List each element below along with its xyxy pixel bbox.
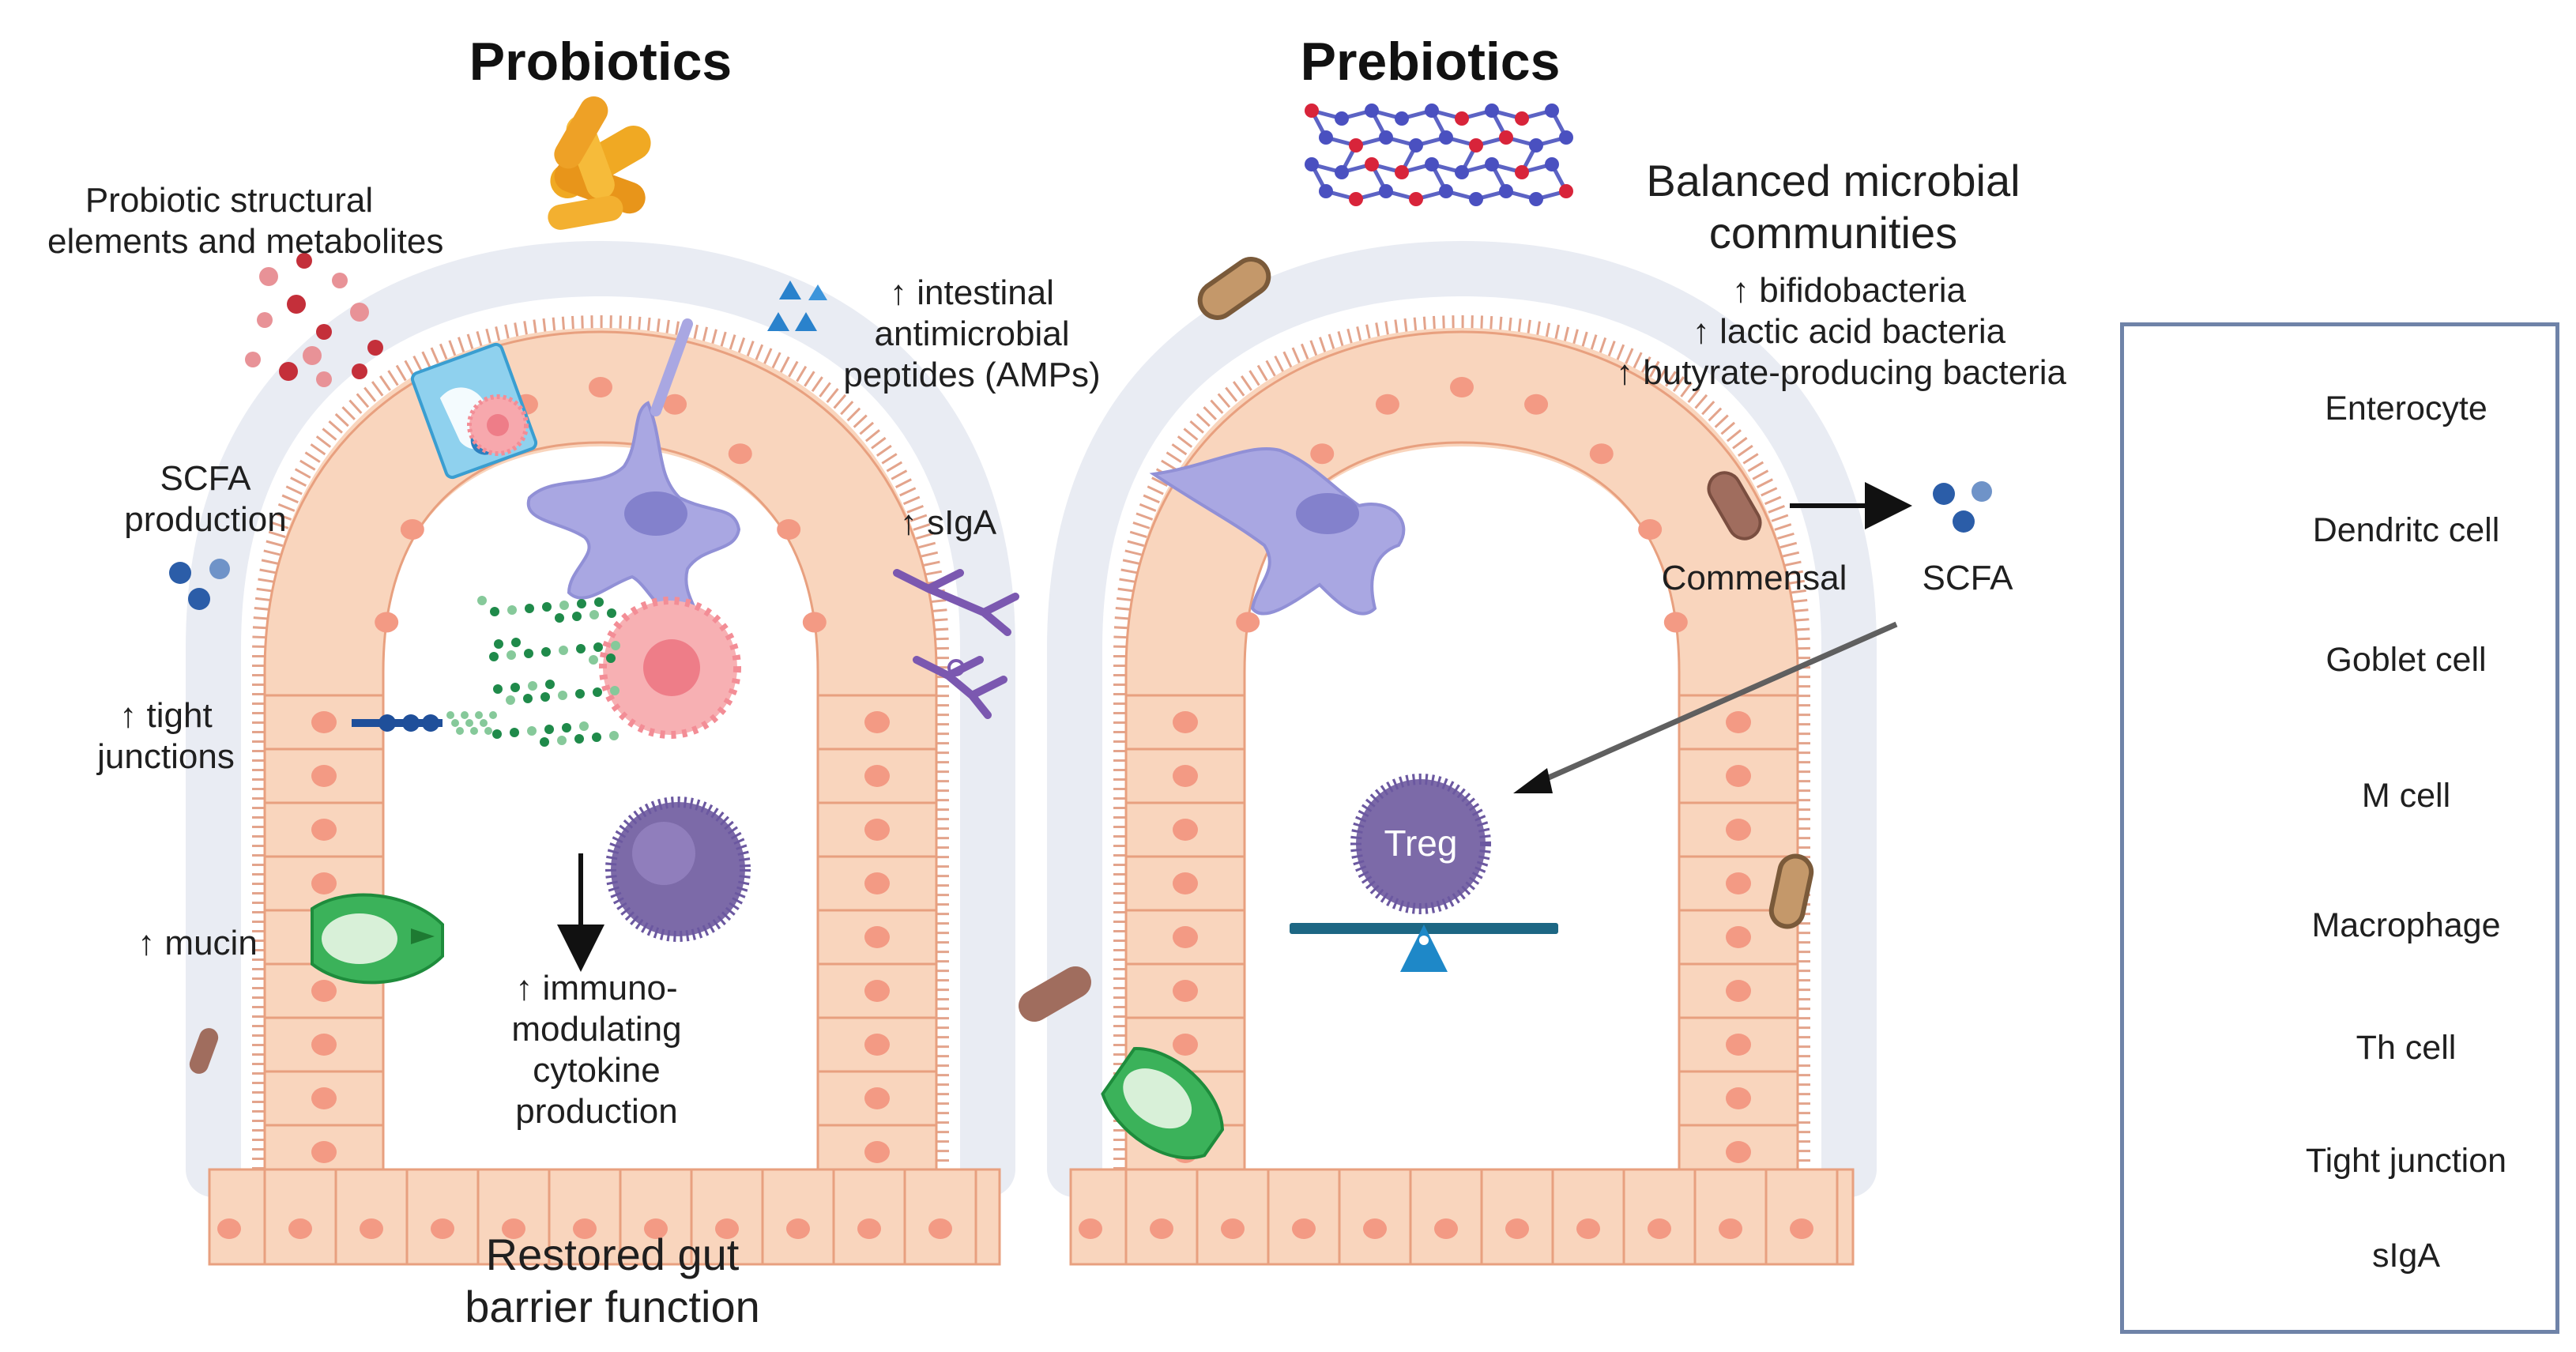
structural-elements-line1: Probiotic structural (85, 181, 374, 220)
cytokine-label: ↑ immuno- modulating cytokine production (474, 968, 719, 1132)
legend-label-siga: sIgA (2371, 1237, 2441, 1275)
bacteria-lower-middle (1019, 966, 1091, 1022)
left-brush-border (252, 314, 949, 1169)
mucin-label: ↑ mucin (137, 924, 258, 962)
metabolite-dots (245, 253, 383, 387)
bacteria-right-lower (1768, 853, 1814, 929)
macrophage-center (599, 597, 741, 739)
right-brush-border (1113, 314, 1810, 1169)
amp-line2: antimicrobial (874, 314, 1070, 353)
balanced-communities-label: Balanced microbial communities (1612, 155, 2054, 259)
balance-seesaw (1290, 923, 1558, 972)
cytokine-dots (446, 596, 620, 747)
scfa-molecules-left (169, 559, 230, 610)
commensal-bacteria (1707, 471, 1762, 540)
scfa-right-label: SCFA (1922, 559, 2013, 597)
legend (2120, 322, 2559, 1334)
scfa-production-label: SCFA production (119, 458, 292, 540)
right-villus (1047, 240, 1877, 1197)
tight-junctions-line2: junctions (97, 736, 235, 776)
lactic-acid-label: ↑ lactic acid bacteria (1692, 312, 2006, 351)
m-cell-macrophage (467, 394, 529, 456)
scfa-to-treg-arrowhead (1513, 768, 1553, 793)
goblet-cell-left (311, 893, 444, 985)
structural-elements-line2: elements and metabolites (47, 221, 444, 261)
right-mucus-layer (1047, 240, 1877, 1197)
restored-line1: Restored gut (485, 1230, 740, 1279)
restored-barrier-label: Restored gut barrier function (443, 1229, 782, 1333)
base-epithelium (208, 1168, 1855, 1266)
legend-label-dendritic-cell: Dendritc cell (2312, 511, 2500, 549)
scfa-molecules-right (1933, 481, 1992, 533)
prebiotics-title: Prebiotics (1300, 32, 1561, 92)
cytokine-line4: production (515, 1091, 678, 1131)
bacteria-left-bottom (189, 1028, 219, 1074)
goblet-cell-right (1101, 1047, 1225, 1160)
balanced-line2: communities (1708, 208, 1958, 258)
amp-line1: ↑ intestinal (890, 273, 1054, 312)
scfa-to-treg-arrow (1527, 621, 1898, 789)
butyrate-label: ↑ butyrate-producing bacteria (1616, 353, 2066, 392)
dendritic-cell-right (1149, 446, 1406, 616)
legend-label-th-cell: Th cell (2356, 1029, 2457, 1067)
tight-junctions-line1: ↑ tight (119, 696, 213, 735)
structural-elements-label: Probiotic structural elements and metabo… (47, 180, 444, 262)
legend-label-tight-junction: Tight junction (2305, 1142, 2507, 1180)
legend-label-m-cell: M cell (2361, 777, 2451, 815)
bifidobacteria-label: ↑ bifidobacteria (1732, 271, 1966, 310)
bacteria-right-top (1197, 257, 1271, 320)
amp-label: ↑ intestinal antimicrobial peptides (AMP… (822, 273, 1122, 396)
left-mucus-layer (186, 240, 1015, 1197)
left-villus (186, 240, 1015, 1197)
legend-label-goblet-cell: Goblet cell (2326, 641, 2487, 679)
cytokine-line3: cytokine (533, 1050, 661, 1090)
tight-junctions-label: ↑ tight junctions (79, 695, 253, 778)
commensal-label: Commensal (1661, 559, 1847, 597)
treg-cell (1350, 774, 1491, 914)
legend-label-macrophage: Macrophage (2311, 906, 2501, 944)
balanced-line1: Balanced microbial (1646, 156, 2021, 205)
dendritic-cell-left (526, 318, 741, 627)
cytokine-line2: modulating (511, 1009, 682, 1049)
th-cell-left (605, 797, 751, 942)
scfa-production-line1: SCFA (160, 459, 251, 498)
probiotics-title: Probiotics (469, 32, 733, 92)
siga-left (893, 569, 1019, 719)
amp-triangles (767, 281, 827, 331)
treg-label: Treg (1384, 823, 1458, 864)
tight-junction-left (352, 714, 443, 732)
probiotic-bacteria-icon (548, 96, 651, 230)
amp-line3: peptides (AMPs) (843, 355, 1101, 394)
prebiotic-molecule-icon (1305, 104, 1573, 206)
scfa-production-line2: production (124, 499, 287, 539)
siga-label: ↑ sIgA (899, 503, 997, 542)
cytokine-line1: ↑ immuno- (515, 969, 678, 1007)
legend-label-enterocyte: Enterocyte (2325, 390, 2487, 427)
restored-line2: barrier function (465, 1282, 760, 1332)
